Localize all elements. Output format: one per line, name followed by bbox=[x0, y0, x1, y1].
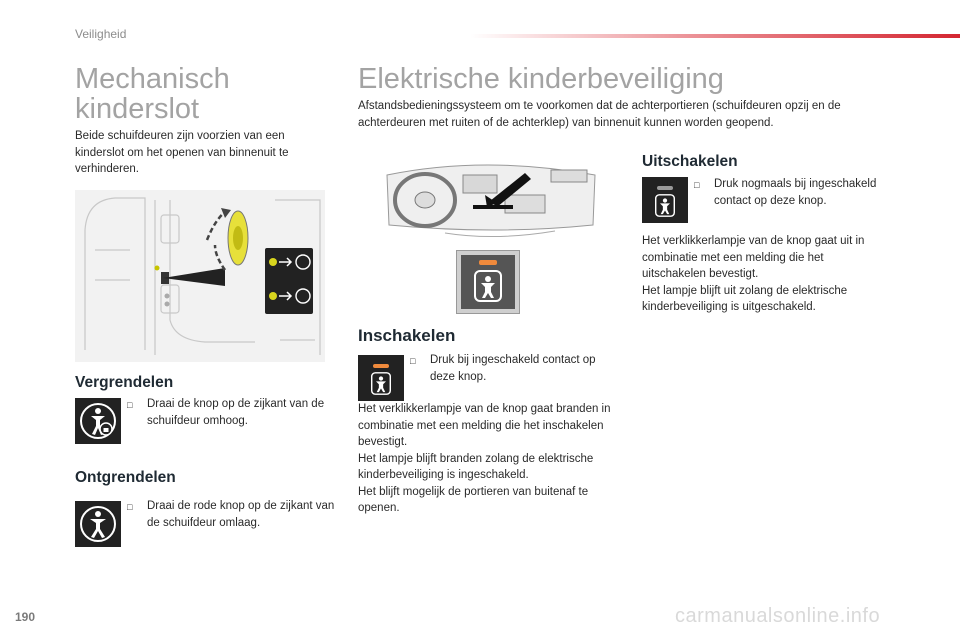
disable-step: □ Druk nogmaals bij ingeschakeld contact… bbox=[694, 176, 894, 209]
lamp-on-indicator bbox=[373, 364, 389, 368]
child-safety-button-face bbox=[461, 255, 515, 309]
mechanical-lock-intro: Beide schuifdeuren zijn voorzien van een… bbox=[75, 130, 289, 175]
enable-step: □ Druk bij ingeschakeld contact op deze … bbox=[410, 352, 620, 385]
unlock-step-text: Draai de rode knop op de zijkant van de … bbox=[147, 500, 335, 529]
lamp-off-indicator bbox=[657, 186, 673, 190]
dashboard-illustration bbox=[385, 155, 597, 245]
lamp-on-indicator bbox=[479, 260, 497, 265]
enable-step-text: Druk bij ingeschakeld contact op deze kn… bbox=[430, 354, 596, 383]
dashboard-drawing bbox=[386, 164, 596, 238]
unlock-step: □ Draai de rode knop op de zijkant van d… bbox=[127, 498, 337, 531]
page-number: 190 bbox=[15, 610, 36, 624]
child-safety-button-large bbox=[456, 250, 520, 314]
electric-lock-intro: Afstandsbedieningssysteem om te voorkome… bbox=[358, 100, 841, 129]
sliding-door-illustration bbox=[75, 190, 325, 362]
square-bullet-icon: □ bbox=[694, 180, 700, 190]
enable-heading: Inschakelen bbox=[358, 326, 456, 345]
header-accent-line bbox=[470, 34, 960, 38]
disable-note: Het verklikkerlampje van de knop gaat ui… bbox=[642, 235, 865, 313]
child-lock-unlocked-icon bbox=[75, 501, 121, 547]
disable-step-text: Druk nogmaals bij ingeschakeld contact o… bbox=[714, 178, 877, 207]
watermark: carmanualsonline.info bbox=[675, 605, 881, 627]
door-lock-drawing bbox=[84, 197, 321, 355]
square-bullet-icon: □ bbox=[127, 400, 133, 410]
mechanical-lock-title: Mechanisch kinderslot bbox=[75, 63, 230, 125]
disable-heading: Uitschakelen bbox=[642, 153, 738, 170]
section-label: Veiligheid bbox=[75, 27, 127, 41]
electric-lock-title: Elektrische kinderbeveiliging bbox=[358, 63, 724, 95]
lock-step: □ Draai de knop op de zijkant van de sch… bbox=[127, 396, 332, 429]
lock-heading: Vergrendelen bbox=[75, 374, 174, 391]
unlock-heading: Ontgrendelen bbox=[75, 469, 176, 486]
square-bullet-icon: □ bbox=[410, 356, 416, 366]
square-bullet-icon: □ bbox=[127, 502, 133, 512]
enable-note: Het verklikkerlampje van de knop gaat br… bbox=[358, 403, 611, 514]
child-safety-icon bbox=[474, 270, 502, 302]
child-safety-button-on-icon bbox=[358, 355, 404, 401]
child-lock-locked-icon bbox=[75, 398, 121, 444]
lock-step-text: Draai de knop op de zijkant van de schui… bbox=[147, 398, 325, 427]
child-safety-button-off-icon bbox=[642, 177, 688, 223]
